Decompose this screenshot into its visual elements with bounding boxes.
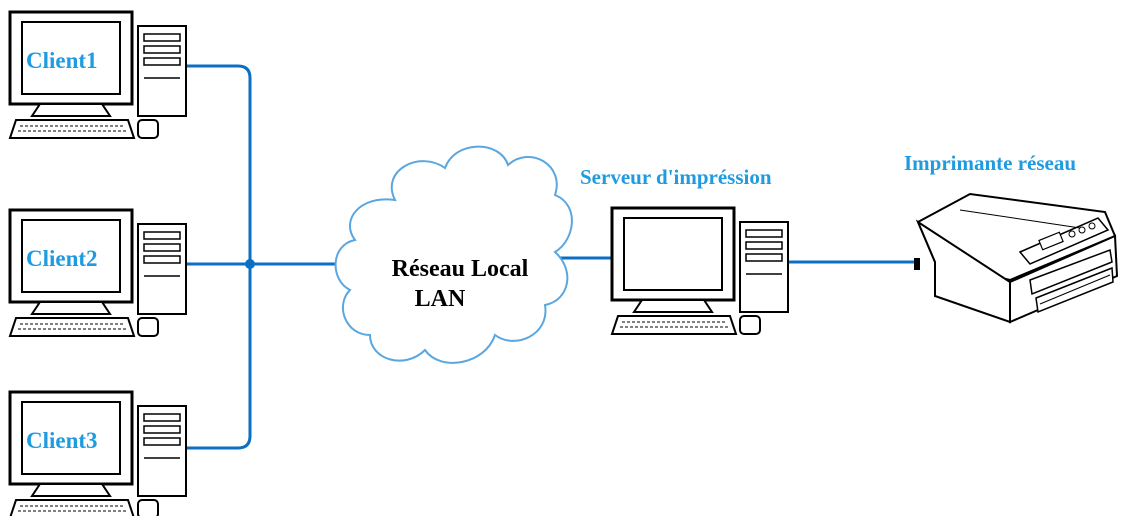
cloud-label-line2: LAN: [415, 286, 466, 312]
junction-node: [245, 259, 255, 269]
client3-computer[interactable]: Client3: [8, 390, 188, 520]
links: [178, 64, 920, 450]
client1-label: Client1: [26, 48, 98, 73]
print-server-computer[interactable]: [610, 206, 790, 336]
lan-cloud: Réseau Local LAN: [334, 145, 573, 364]
cloud-label-line1: Réseau Local: [392, 256, 529, 282]
cloud-shape: [334, 145, 573, 364]
network-printer-icon[interactable]: [914, 192, 1119, 324]
server-label: Serveur d'impréssion: [580, 165, 772, 189]
link-client3: [178, 264, 252, 450]
link-client1: [178, 64, 252, 264]
printer-label: Imprimante réseau: [904, 151, 1076, 175]
client1-computer[interactable]: Client1: [8, 10, 188, 140]
client3-label: Client3: [26, 428, 98, 453]
client2-computer[interactable]: Client2: [8, 208, 188, 338]
client2-label: Client2: [26, 246, 98, 271]
